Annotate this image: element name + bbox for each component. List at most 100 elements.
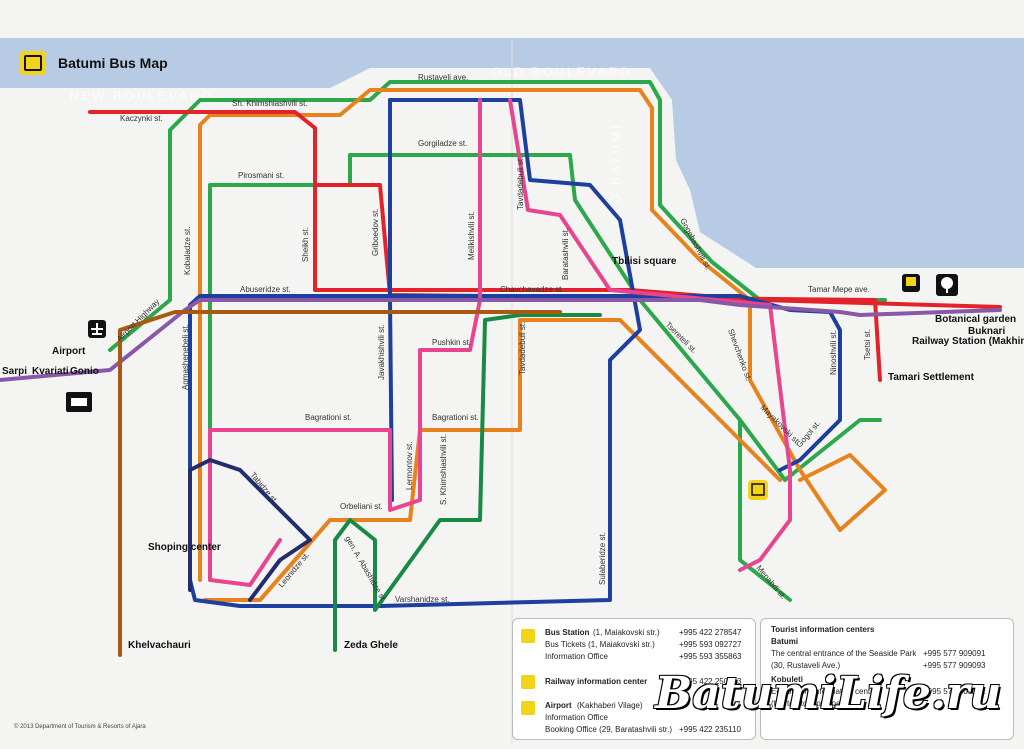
bus-station-address: (1, Maiakovski str.) bbox=[593, 628, 660, 637]
place-kvariati: Kvariati bbox=[32, 366, 69, 377]
street-label: Kobaladze st. bbox=[183, 227, 192, 275]
tourist-batumi-desc: The central entrance of the Seaside Park bbox=[771, 649, 917, 658]
place-airport: Airport bbox=[52, 346, 86, 357]
street-label: Menabdi st. bbox=[754, 564, 787, 601]
street-label: Baratashvili st. bbox=[561, 228, 570, 280]
street-label: Sheikh st. bbox=[301, 227, 310, 262]
street-label: Tabidze st. bbox=[248, 471, 279, 506]
route-pink-b bbox=[508, 98, 792, 572]
street-label: Orbeliani st. bbox=[340, 502, 383, 511]
street-label: Tavdadebuli st. bbox=[518, 322, 527, 375]
route-navy bbox=[188, 458, 312, 602]
tourist-kobuleti-phone: +995 577 909131 bbox=[923, 687, 986, 696]
airport-icon bbox=[521, 701, 535, 715]
tourist-kobuleti: Kobuleti bbox=[771, 675, 803, 684]
airport-title: Airport bbox=[545, 701, 572, 710]
header: Batumi Bus Map bbox=[20, 50, 168, 76]
route-darkgreen bbox=[333, 313, 602, 652]
place-shopping-center: Shoping center bbox=[148, 542, 221, 553]
booking-office: Booking Office (29, Baratashvili str.) bbox=[545, 725, 673, 734]
street-label: Griboedov st. bbox=[371, 208, 380, 256]
route-green bbox=[108, 80, 887, 352]
airport-icon bbox=[88, 320, 106, 338]
tourist-batumi-phone1: +995 577 909091 bbox=[923, 649, 986, 658]
street-label: Abuseridze st. bbox=[240, 285, 291, 294]
street-label: Sulaberidze st. bbox=[598, 532, 607, 585]
botanical-garden-icon bbox=[936, 274, 958, 296]
street-label: Tavdadebuli st. bbox=[516, 157, 525, 210]
tourist-batumi: Batumi bbox=[771, 637, 799, 646]
tourist-kobuleti-address: (the territory of Ispani) bbox=[771, 699, 850, 708]
street-label: Pirosmani st. bbox=[238, 171, 284, 180]
street-label: Pushkin st. bbox=[432, 338, 471, 347]
tourist-info-panel: Tourist information centers Batumi The c… bbox=[760, 618, 1014, 740]
old-batumi-label: OLD BATUMI bbox=[609, 123, 623, 225]
railway-phone: +995 422 250303 bbox=[679, 677, 742, 686]
place-tbilisi-square: Tbilisi square bbox=[612, 256, 677, 267]
street-label: Lermontov st. bbox=[405, 442, 414, 490]
street-label: Kaczynki st. bbox=[120, 114, 163, 123]
tourist-batumi-address: (30, Rustaveli Ave.) bbox=[771, 661, 841, 670]
street-label: Rustaveli ave. bbox=[418, 73, 468, 82]
route-pink bbox=[208, 98, 482, 587]
street-label: gen. A. Abashidze st. bbox=[343, 535, 388, 604]
transport-info-panel: Bus Station (1, Maiakovski str.) +995 42… bbox=[512, 618, 756, 740]
airport-address: (Kakhaberi Vilage) bbox=[577, 701, 643, 710]
street-label: Mayakovski st. bbox=[759, 403, 802, 446]
street-label: Sh. Khimshiashvili st. bbox=[232, 99, 308, 108]
street-label: Bagrationi st. bbox=[305, 413, 352, 422]
bus-station-phone: +995 422 278547 bbox=[679, 628, 742, 637]
street-label: Gorgiladze st. bbox=[418, 139, 467, 148]
place-tamari-settlement: Tamari Settlement bbox=[888, 372, 975, 383]
sea-area bbox=[0, 38, 1024, 268]
railway-icon bbox=[902, 274, 920, 292]
place-railway-station: Railway Station (Makhinjauri) bbox=[912, 336, 1024, 347]
street-label: Leonidze st. bbox=[277, 550, 312, 589]
bus-icon bbox=[20, 51, 46, 75]
bus-station-icon bbox=[521, 629, 535, 643]
watermark: BatumiLife.ru bbox=[655, 668, 1002, 719]
booking-phone: +995 422 235110 bbox=[679, 725, 741, 734]
tourist-kobuleti-desc: Ecotourism information center bbox=[771, 687, 878, 696]
place-sarpi: Sarpi bbox=[2, 366, 27, 377]
street-label: Varshanidze st. bbox=[395, 595, 450, 604]
route-orange-b bbox=[203, 318, 782, 602]
old-boulevard-label: OLD BOULEVARD bbox=[492, 65, 632, 79]
street-label: Javakhishvili st. bbox=[377, 324, 386, 380]
street-label: Chavchavadze st. bbox=[500, 285, 564, 294]
bus-station-title: Bus Station bbox=[545, 628, 590, 637]
street-label: Tamar Mepe ave. bbox=[808, 285, 870, 294]
route-blue-b bbox=[188, 98, 642, 608]
bus-tickets: Bus Tickets (1, Maiakovski str.) bbox=[545, 640, 655, 649]
place-botanical-garden: Botanical garden bbox=[935, 314, 1016, 325]
map-title: Batumi Bus Map bbox=[58, 55, 168, 71]
copyright: © 2013 Department of Tourism & Resorts o… bbox=[14, 724, 146, 730]
place-khelvachauri: Khelvachauri bbox=[128, 640, 191, 651]
tourist-batumi-phone2: +995 577 909093 bbox=[923, 661, 986, 670]
bus-tickets-phone: +995 593 092727 bbox=[679, 640, 742, 649]
street-label: Bagrationi st. bbox=[432, 413, 479, 422]
airport-info: Information Office bbox=[545, 713, 608, 722]
route-purple bbox=[0, 298, 1002, 382]
place-buknari: Buknari bbox=[968, 326, 1005, 337]
street-label: Ninoshvili st. bbox=[829, 330, 838, 375]
info-office: Information Office bbox=[545, 652, 608, 661]
route-brown bbox=[118, 310, 562, 657]
street-label: Tsetsi st. bbox=[863, 329, 872, 360]
info-office-phone: +995 593 355863 bbox=[679, 652, 742, 661]
new-boulevard-label: NEW BOULEVARD bbox=[70, 89, 213, 103]
tourist-title: Tourist information centers bbox=[771, 625, 875, 634]
street-label: Melikishvili st. bbox=[467, 211, 476, 260]
route-orange bbox=[198, 88, 887, 582]
street-label: S. Khimshiashvili st. bbox=[439, 434, 448, 505]
route-green-b bbox=[208, 153, 882, 562]
bus-station-icon bbox=[748, 480, 768, 500]
railway-icon bbox=[521, 675, 535, 689]
street-label: Agmashenebeli st. bbox=[181, 324, 190, 390]
customs-icon bbox=[66, 392, 92, 412]
railway-title: Railway information center bbox=[545, 677, 648, 686]
route-green-c bbox=[738, 418, 792, 602]
place-zeda-ghele: Zeda Ghele bbox=[344, 640, 398, 651]
